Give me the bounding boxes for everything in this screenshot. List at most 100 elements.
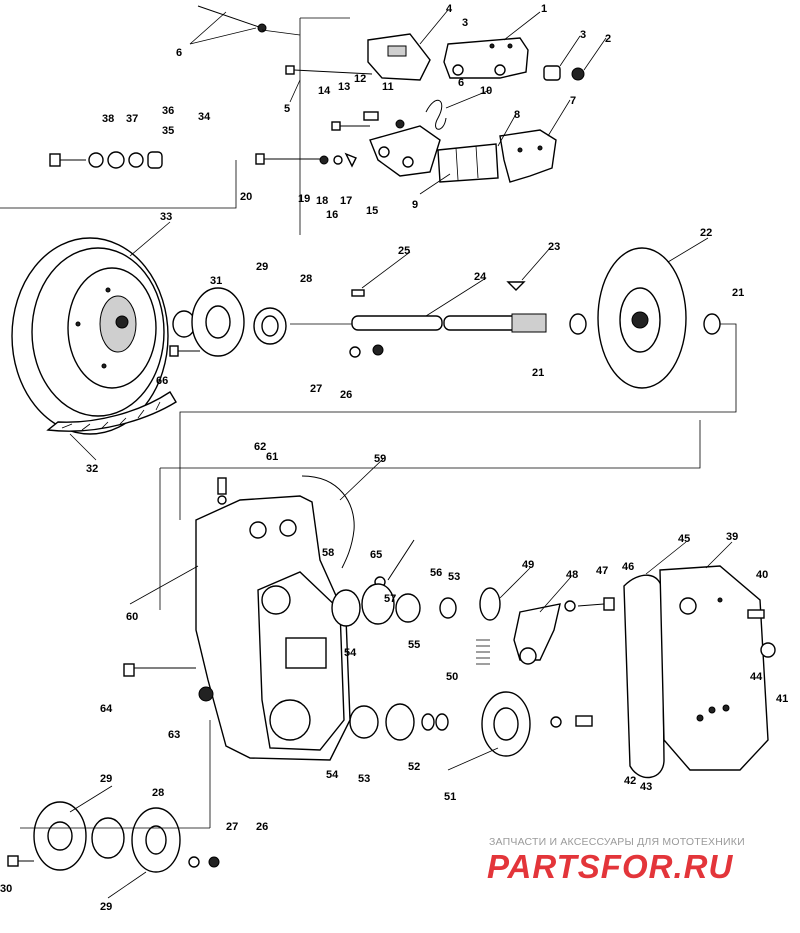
callout-38: 38 [102,113,114,125]
shaft-24 [351,315,443,331]
top-bracket-assembly [0,5,585,235]
callout-13: 13 [338,81,350,93]
callout-7: 7 [570,95,576,107]
callout-9: 9 [412,199,418,211]
pulley-shaft-assembly [11,237,737,520]
callout-27: 27 [226,821,238,833]
callout-56: 56 [430,567,442,579]
tensioner-48 [513,603,561,661]
callout-11: 11 [382,81,394,93]
callout-43: 43 [640,781,652,793]
callout-49: 49 [522,559,534,571]
hose-59 [301,475,355,569]
bushing-55 [439,597,457,619]
callout-10: 10 [480,85,492,97]
callout-42: 42 [624,775,636,787]
belt-32 [46,391,177,432]
spring-50 [476,639,490,665]
callout-26: 26 [340,389,352,401]
watermark-caption: ЗАПЧАСТИ И АКСЕССУАРЫ ДЛЯ МОТОТЕХНИКИ [489,836,745,848]
bearing-28b [91,817,125,859]
washer-21a [569,313,587,335]
block-9 [437,143,499,183]
nut-11 [395,119,405,129]
callout-46: 46 [622,561,634,573]
bracket-8 [499,129,557,183]
callout-32: 32 [86,463,98,475]
callout-19: 19 [298,193,310,205]
callout-labels: 1 2 3 3 4 5 6 6 7 8 9 10 11 12 13 14 15 … [0,3,788,913]
callout-66: 66 [156,375,168,387]
callout-40: 40 [756,569,768,581]
ring-53 [395,593,421,623]
callout-35: 35 [162,125,174,137]
bolt-46 [603,597,615,611]
cover-39 [659,565,769,771]
callout-55: 55 [408,639,420,651]
washer-27 [349,346,361,358]
callout-51: 51 [444,791,456,803]
bearing-54 [349,705,379,739]
plug-41 [760,642,776,658]
spring-10 [425,99,447,130]
callout-26: 26 [256,821,268,833]
callout-37: 37 [126,113,138,125]
callout-29: 29 [100,901,112,913]
seal-65 [331,589,361,627]
callout-30: 30 [0,883,12,895]
clip-17 [344,152,357,168]
callout-57: 57 [384,593,396,605]
nut-2 [571,67,585,81]
callout-17: 17 [340,195,352,207]
callout-59: 59 [374,453,386,465]
callout-23: 23 [548,241,560,253]
callout-53: 53 [448,571,460,583]
callout-44: 44 [750,671,763,683]
callout-45: 45 [678,533,690,545]
callout-34: 34 [198,111,211,123]
callout-27: 27 [310,383,322,395]
callout-16: 16 [326,209,338,221]
washer-35 [128,152,144,168]
bracket-4 [367,33,431,81]
callout-2: 2 [605,33,611,45]
callout-3: 3 [462,17,468,29]
chain-45 [623,574,665,779]
callout-63: 63 [168,729,180,741]
callout-3: 3 [580,29,586,41]
callout-15: 15 [366,205,378,217]
washer-21b [703,313,721,335]
callout-64: 64 [100,703,113,715]
bearing-57 [361,583,395,625]
callout-18: 18 [316,195,328,207]
leader-lines [69,9,733,899]
callout-24: 24 [474,271,487,283]
callout-52: 52 [408,761,420,773]
watermark-logo: PARTSFOR.RU [487,848,734,885]
callout-1: 1 [541,3,547,15]
callout-12: 12 [354,73,366,85]
callout-28: 28 [300,273,312,285]
bolt-14 [331,121,341,131]
callout-48: 48 [566,569,578,581]
spacer-52a [421,713,435,731]
key-23 [506,281,526,291]
washer-18 [333,155,343,165]
callout-29: 29 [256,261,268,273]
callout-41: 41 [776,693,788,705]
washer-37 [88,152,104,168]
bushing-3 [543,65,561,81]
callout-6: 6 [458,77,464,89]
callout-61: 61 [266,451,278,463]
gasket-61 [217,495,227,505]
callout-50: 50 [446,671,458,683]
lever-15 [369,125,441,177]
callout-21: 21 [532,367,544,379]
callout-39: 39 [726,531,738,543]
bolt-30 [7,855,19,867]
callout-36: 36 [162,105,174,117]
callout-20: 20 [240,191,252,203]
callout-54: 54 [326,769,339,781]
callout-4: 4 [446,3,453,15]
